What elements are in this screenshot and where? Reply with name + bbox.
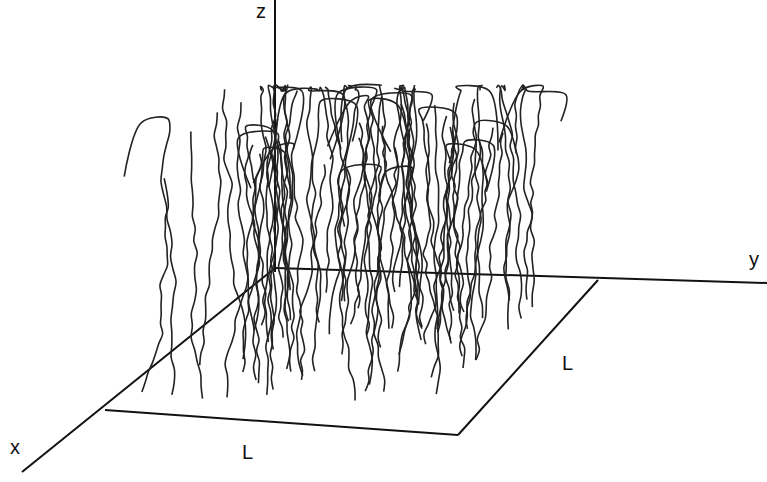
polymer-chain <box>470 120 516 360</box>
axis-label: z <box>254 0 268 22</box>
polymer-chain <box>364 98 410 384</box>
polymer-chain <box>455 99 476 313</box>
polymer-chain <box>237 102 256 380</box>
polymer-chain <box>307 99 358 372</box>
dimension-label: L <box>560 352 575 374</box>
polymer-chain <box>386 88 401 329</box>
base-edge <box>105 410 458 435</box>
polymer-chain <box>434 105 440 394</box>
polymer-chain <box>250 145 260 383</box>
polymer-chain <box>261 85 279 325</box>
polymer-chain <box>504 86 567 300</box>
polymer-chain <box>307 87 345 323</box>
polymer-chain <box>477 85 483 318</box>
polymer-chain <box>328 96 370 325</box>
base-edge <box>458 280 598 435</box>
polymer-chain <box>382 126 422 329</box>
polymer-chain <box>379 166 416 371</box>
polymer-chain <box>431 140 495 378</box>
polymer-chain <box>364 97 382 335</box>
polymer-chain <box>476 133 503 360</box>
polymer-chain <box>410 88 421 340</box>
polymer-chain <box>497 85 522 318</box>
polymer-chain <box>460 142 481 357</box>
polymer-chain <box>253 143 303 376</box>
polymer-chain <box>124 117 176 395</box>
polymer-chains <box>124 84 567 400</box>
axis-label: y <box>747 248 761 270</box>
polymer-chain <box>280 85 293 290</box>
polymer-chain <box>520 85 534 307</box>
dimension-label: L <box>240 441 255 463</box>
axis-label: x <box>8 436 22 458</box>
polymer-chain <box>423 123 439 329</box>
polymer-chain <box>300 164 325 380</box>
polymer-chain <box>142 178 168 392</box>
polymer-chain <box>200 112 221 365</box>
polymer-chain <box>191 131 203 398</box>
